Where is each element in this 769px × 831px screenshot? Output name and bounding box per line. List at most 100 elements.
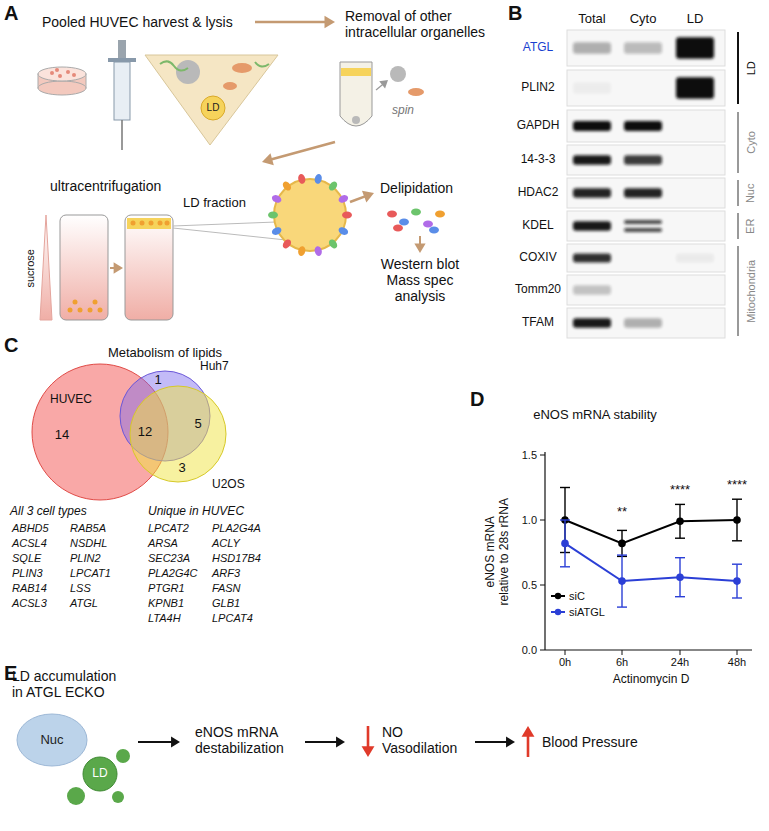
error-cap bbox=[732, 499, 742, 500]
ultracentrifuge-tube bbox=[125, 215, 173, 320]
significance-mark: ** bbox=[617, 505, 627, 520]
decrease-arrow-head bbox=[362, 746, 375, 757]
fraction-group-label: Nuc bbox=[745, 183, 758, 203]
fraction-group-label: ER bbox=[745, 218, 758, 233]
gene-name: KPNB1 bbox=[148, 597, 184, 610]
ultracentrifuge-tube bbox=[60, 215, 108, 320]
zoom-line bbox=[173, 228, 286, 240]
gene-name: ACSL3 bbox=[12, 597, 47, 610]
gene-name: PLIN3 bbox=[12, 567, 43, 580]
gene-name: ACSL3 bbox=[12, 597, 47, 610]
gene-name: RAB5A bbox=[70, 522, 106, 535]
lipid-layer bbox=[341, 68, 371, 76]
fraction-label: LD fraction bbox=[183, 196, 246, 211]
ld-protein bbox=[281, 238, 293, 250]
increase-arrow bbox=[527, 734, 530, 757]
gene-name: ABHD5 bbox=[12, 522, 49, 535]
lipid-droplet: LD bbox=[82, 756, 118, 792]
axis-title: Actinomycin D bbox=[613, 673, 690, 687]
gradient-label: sucrose bbox=[24, 249, 37, 288]
removed-nucleus bbox=[390, 66, 406, 82]
gene-name: LSS bbox=[70, 582, 91, 595]
sample-dot bbox=[165, 221, 170, 226]
removed-mitochondrion bbox=[408, 88, 424, 96]
ld-protein bbox=[281, 180, 293, 192]
venn-count: 3 bbox=[178, 461, 185, 476]
legend-text: siATGL bbox=[569, 606, 605, 619]
lipid-droplet-small bbox=[67, 787, 85, 805]
gene-name: FASN bbox=[212, 582, 241, 595]
fraction-group-label: Cyto bbox=[745, 131, 758, 154]
axis-tick: 1.0 bbox=[522, 514, 537, 527]
node-text-stack: Nuc bbox=[40, 733, 63, 748]
dish-base bbox=[38, 81, 86, 95]
ld-band bbox=[127, 218, 171, 229]
gene-name: ARF3 bbox=[212, 567, 240, 580]
sample-dot bbox=[149, 221, 154, 226]
gene-name: PLIN3 bbox=[12, 567, 43, 580]
venn-count: 1 bbox=[154, 373, 161, 388]
y-axis bbox=[544, 452, 545, 650]
ld-protein bbox=[337, 194, 349, 205]
step-note: spin bbox=[392, 104, 414, 118]
gene-name: GLB1 bbox=[212, 597, 240, 610]
lane-header: LD bbox=[687, 12, 704, 27]
axis-title: Actinomycin D bbox=[613, 673, 690, 687]
step-text: NO Vasodilation bbox=[382, 724, 467, 756]
flow-arrow bbox=[475, 741, 509, 743]
panel-letter: A bbox=[4, 2, 18, 25]
lane-header: Cyto bbox=[630, 12, 657, 27]
error-cap bbox=[675, 596, 685, 597]
lane-header: Total bbox=[578, 12, 605, 27]
protein-name: ATGL bbox=[523, 41, 553, 55]
blot-band bbox=[573, 221, 611, 231]
nucleus: Nuc bbox=[16, 713, 88, 767]
gene-name: KPNB1 bbox=[148, 597, 184, 610]
list-heading: Unique in HUVEC bbox=[148, 505, 244, 519]
flow-arrow-head bbox=[336, 737, 345, 748]
lane-header: Total bbox=[578, 12, 605, 27]
axis-tick: 0.5 bbox=[522, 579, 537, 592]
protein-name: PLIN2 bbox=[521, 81, 554, 95]
zoom-line bbox=[173, 222, 276, 226]
protein-name: 14-3-3 bbox=[521, 153, 556, 167]
step-text: Pooled HUVEC harvest & lysis bbox=[42, 14, 233, 30]
protein-name: HDAC2 bbox=[518, 186, 559, 200]
syringe-needle bbox=[121, 120, 123, 150]
panel-letter: B bbox=[508, 2, 522, 25]
spin-tube bbox=[340, 62, 372, 126]
group-bracket bbox=[737, 180, 739, 206]
sample-dot bbox=[158, 221, 163, 226]
cell-dot bbox=[50, 71, 54, 75]
data-point bbox=[618, 577, 626, 585]
gene-name: PLA2G4C bbox=[148, 567, 198, 580]
lane-header: LD bbox=[687, 12, 704, 27]
gene-name: HSD17B4 bbox=[212, 552, 261, 565]
blot-panel bbox=[567, 110, 725, 142]
blot-band bbox=[624, 42, 662, 54]
gene-name: SQLE bbox=[12, 552, 41, 565]
blot-band bbox=[676, 77, 714, 99]
lipid-droplet-small bbox=[116, 749, 130, 763]
ld-protein bbox=[337, 226, 349, 237]
blot-panel bbox=[567, 275, 725, 305]
axis-tick: 0.0 bbox=[522, 644, 537, 657]
axis-title: eNOS mRNA relative to 28s rRNA bbox=[484, 497, 512, 607]
axis-tick: 48h bbox=[728, 656, 746, 669]
data-point bbox=[676, 573, 684, 581]
group-bracket bbox=[737, 32, 739, 104]
axis-tick: 1.0 bbox=[522, 514, 537, 527]
protein-name: COXIV bbox=[519, 251, 556, 265]
ld-protein bbox=[297, 173, 306, 184]
error-cap bbox=[617, 530, 627, 531]
er-fragment bbox=[160, 61, 188, 70]
step-note: spin bbox=[392, 104, 414, 118]
venn-title: Metabolism of lipids bbox=[108, 346, 222, 361]
fraction-group-label: Mitochondria bbox=[745, 260, 758, 323]
delipidated-protein bbox=[435, 211, 445, 218]
gene-name: RAB14 bbox=[12, 582, 47, 595]
gene-name: ACLY bbox=[212, 537, 240, 550]
step-text: ultracentrifugation bbox=[50, 178, 161, 194]
data-point bbox=[733, 577, 741, 585]
blot-band bbox=[573, 82, 611, 94]
